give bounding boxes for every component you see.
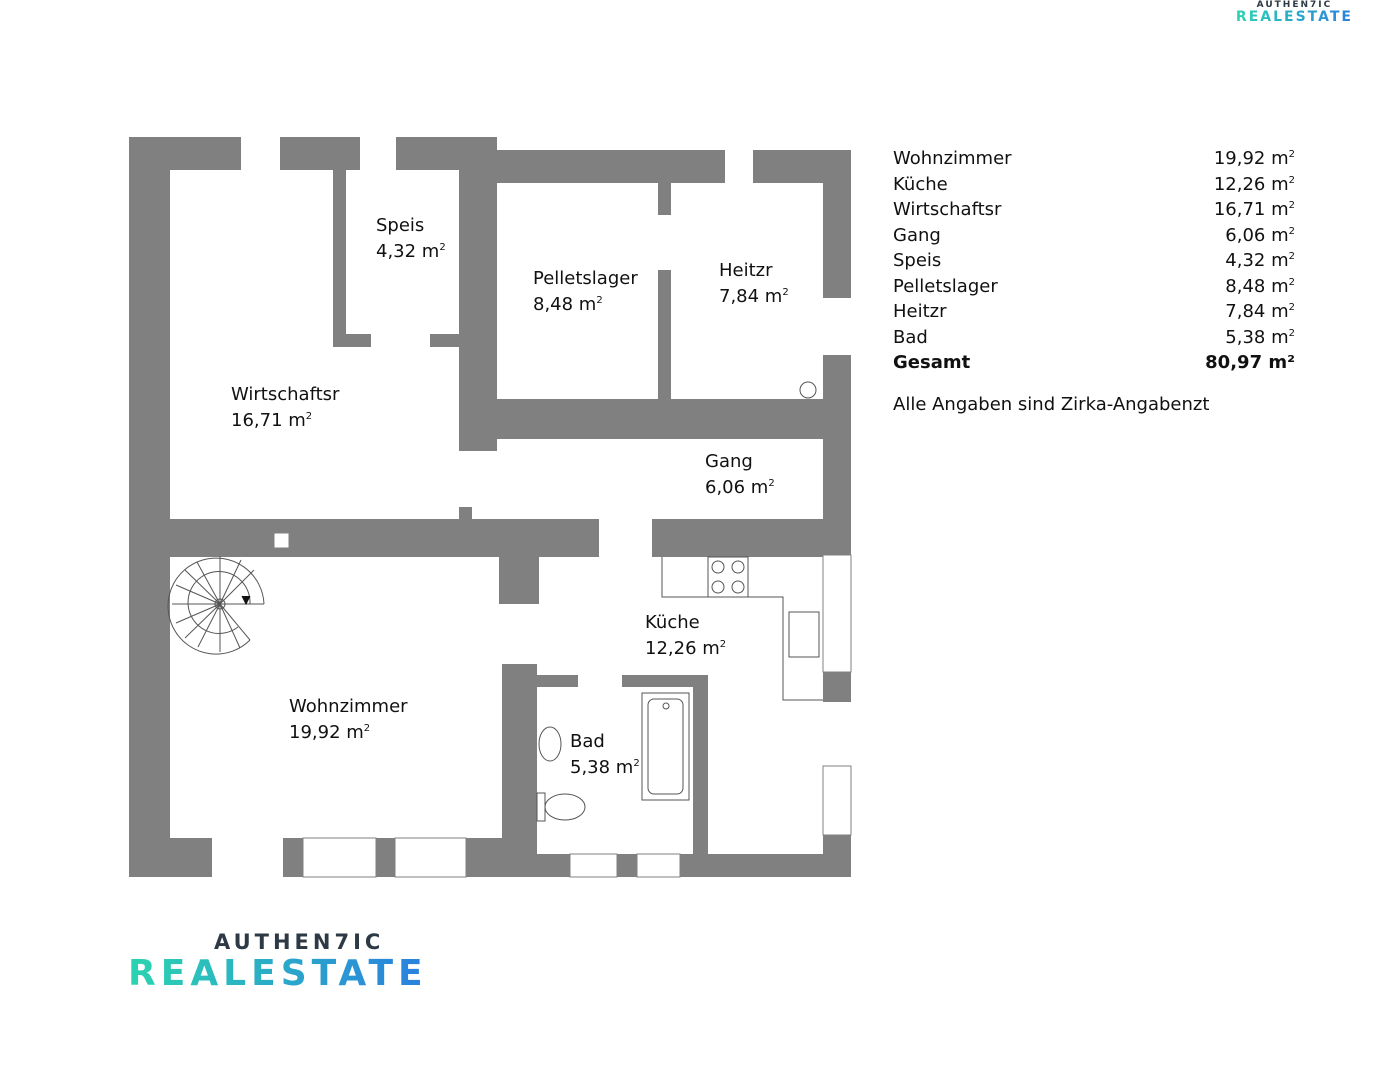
unit-superscript: 2 xyxy=(363,723,371,734)
logo-line1: AUTHEN7IC xyxy=(214,930,385,954)
room-name: Heitzr xyxy=(719,260,773,281)
area-row-name: Wohnzimmer xyxy=(893,148,1012,169)
unit-superscript: 2 xyxy=(1288,327,1295,339)
area-row-value: 19,92 m xyxy=(1213,148,1289,169)
area-row-name: Heitzr xyxy=(893,301,947,322)
bathtub-icon xyxy=(641,692,690,801)
room-area: 4,32 m xyxy=(376,241,440,262)
stove-icon xyxy=(707,556,749,598)
room-label-kueche: Küche 12,26 m2 xyxy=(645,610,726,662)
spiral-stair-icon xyxy=(167,556,265,655)
unit-superscript: 2 xyxy=(1288,302,1295,313)
unit-superscript: 2 xyxy=(768,478,775,489)
unit-superscript: 2 xyxy=(596,295,603,306)
room-label-bad: Bad 5,38 m2 xyxy=(570,729,640,781)
room-area: 16,71 m xyxy=(231,410,306,431)
walls xyxy=(129,137,851,877)
area-row: Küche 12,26 m2 xyxy=(893,172,1295,198)
room-label-pelletslager: Pelletslager 8,48 m2 xyxy=(533,266,638,318)
room-name: Wirtschaftsr xyxy=(231,384,340,405)
room-label-wirtschaftsr: Wirtschaftsr 16,71 m2 xyxy=(231,382,339,434)
logo-line1: AUTHEN7IC xyxy=(1256,0,1333,10)
room-area: 19,92 m xyxy=(289,722,364,743)
area-row: Heitzr 7,84 m2 xyxy=(893,299,1295,325)
room-label-gang: Gang 6,06 m2 xyxy=(705,449,775,501)
boiler-icon xyxy=(799,381,817,399)
room-area: 12,26 m xyxy=(645,638,720,659)
unit-superscript: 2 xyxy=(305,411,313,422)
disclaimer-note: Alle Angaben sind Zirka-Angabenzt xyxy=(893,394,1210,415)
logo-line2: REALESTATE xyxy=(128,953,428,994)
area-row: Speis 4,32 m2 xyxy=(893,248,1295,274)
area-row-name: Küche xyxy=(893,173,948,195)
unit-superscript: 2 xyxy=(1288,174,1295,186)
area-row-value: 8,48 m xyxy=(1225,275,1289,297)
area-row-name: Gang xyxy=(893,224,941,246)
logo-line2: REALESTATE xyxy=(1235,9,1353,25)
area-row-name: Speis xyxy=(893,250,942,271)
unit-superscript: 2 xyxy=(782,287,789,298)
area-row: Wirtschaftsr 16,71 m2 xyxy=(893,197,1295,223)
room-area: 8,48 m xyxy=(533,294,597,315)
area-total-row: Gesamt 80,97 m² xyxy=(893,350,1295,376)
toilet-icon xyxy=(536,792,546,822)
room-label-wohnzimmer: Wohnzimmer 19,92 m2 xyxy=(289,694,408,746)
area-total-name: Gesamt xyxy=(893,352,971,373)
room-name: Pelletslager xyxy=(533,268,638,289)
area-row-value: 6,06 m xyxy=(1225,224,1289,246)
unit-superscript: 2 xyxy=(1288,276,1295,288)
windows xyxy=(241,137,852,878)
area-row-value: 12,26 m xyxy=(1213,173,1289,195)
room-name: Wohnzimmer xyxy=(289,696,408,717)
brand-logo-large: AUTHEN7IC REALESTATE xyxy=(128,930,428,994)
area-row-name: Pelletslager xyxy=(893,275,998,297)
fixtures xyxy=(167,381,823,822)
room-name: Speis xyxy=(376,215,425,236)
area-row-value: 16,71 m xyxy=(1213,199,1289,220)
room-name: Gang xyxy=(705,451,753,472)
area-row-value: 7,84 m xyxy=(1225,301,1289,322)
room-label-speis: Speis 4,32 m2 xyxy=(376,213,446,265)
room-area: 6,06 m xyxy=(705,477,769,498)
room-name: Bad xyxy=(570,731,605,752)
area-row-value: 4,32 m xyxy=(1225,250,1289,271)
sink-icon xyxy=(788,611,820,658)
room-label-heitzr: Heitzr 7,84 m2 xyxy=(719,258,789,310)
area-row: Gang 6,06 m2 xyxy=(893,223,1295,249)
brand-logo-small: AUTHEN7IC REALESTATE xyxy=(1236,0,1353,24)
area-row: Wohnzimmer 19,92 m2 xyxy=(893,146,1295,172)
area-total-value: 80,97 m² xyxy=(1205,352,1295,373)
washbasin-icon xyxy=(538,726,562,762)
unit-superscript: 2 xyxy=(719,639,727,650)
unit-superscript: 2 xyxy=(633,758,640,769)
area-row-name: Wirtschaftsr xyxy=(893,199,1002,220)
area-row: Pelletslager 8,48 m2 xyxy=(893,274,1295,300)
area-row-name: Bad xyxy=(893,326,928,348)
area-row-value: 5,38 m xyxy=(1225,326,1289,348)
unit-superscript: 2 xyxy=(1288,200,1295,211)
area-row: Bad 5,38 m2 xyxy=(893,325,1295,351)
room-name: Küche xyxy=(645,612,700,633)
unit-superscript: 2 xyxy=(1288,149,1295,160)
room-area: 7,84 m xyxy=(719,286,783,307)
unit-superscript: 2 xyxy=(1288,251,1295,262)
unit-superscript: 2 xyxy=(439,242,446,253)
unit-superscript: 2 xyxy=(1288,225,1295,237)
room-area: 5,38 m xyxy=(570,757,634,778)
